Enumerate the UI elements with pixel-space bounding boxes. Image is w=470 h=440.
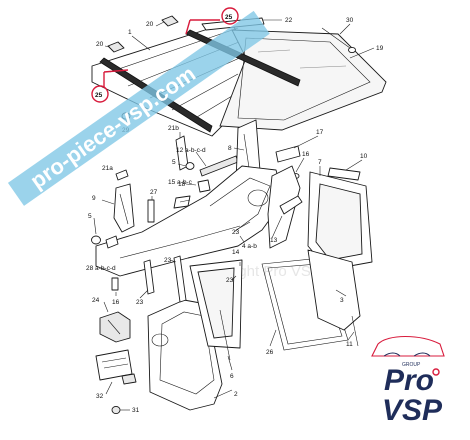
callout-32: 32 xyxy=(96,393,104,400)
callout-6: 6 xyxy=(230,373,234,380)
bushing-18 xyxy=(197,179,211,193)
bar-11 xyxy=(351,315,359,347)
strip-6 xyxy=(219,309,231,361)
strip-13 xyxy=(279,195,303,215)
callout-7: 7 xyxy=(318,159,322,166)
callout-19: 19 xyxy=(376,45,384,52)
bracket-17 xyxy=(275,145,301,163)
callout-4: 4 a-b xyxy=(242,243,257,250)
callout-16-right: 16 xyxy=(302,151,310,158)
callout-23-mid: 23 xyxy=(226,277,234,284)
provsp-logo: GROUP Pro VSP xyxy=(371,336,445,427)
callout-17: 17 xyxy=(316,129,324,136)
callout-21a: 21a xyxy=(102,165,113,172)
callout-20-left: 20 xyxy=(96,41,104,48)
callout-11: 11 xyxy=(346,341,353,348)
logo-accent-icon xyxy=(432,368,440,376)
callout-20-top: 20 xyxy=(146,21,154,28)
leader-lines xyxy=(93,19,375,411)
callout-15: 15 a-b-c xyxy=(168,179,193,186)
callout-13: 13 xyxy=(270,237,278,244)
highlight-callout-25-left: 25 xyxy=(91,69,129,103)
callout-12: 12 a-b-c-d xyxy=(176,147,206,154)
antenna xyxy=(321,27,356,54)
rivet-16-left xyxy=(111,277,119,291)
callout-27: 27 xyxy=(150,189,158,196)
grommet-5-lower xyxy=(91,235,101,245)
strip-10 xyxy=(327,167,361,181)
callout-2: 2 xyxy=(234,391,238,398)
callout-14: 14 xyxy=(232,249,240,256)
callout-18: 18 xyxy=(178,181,186,188)
callout-28: 28 a-b-c-d xyxy=(86,265,116,272)
logo-tag: GROUP xyxy=(402,362,421,368)
rear-panel-lower xyxy=(307,249,361,331)
rear-glass xyxy=(219,29,387,131)
part-28 xyxy=(105,235,119,249)
bar-23-centre xyxy=(173,255,187,303)
car-silhouette-icon xyxy=(371,336,445,357)
window-7 xyxy=(307,171,373,271)
callout-31: 31 xyxy=(132,407,140,414)
callout-30: 30 xyxy=(346,17,354,24)
highlight-callout-25-top: 25 xyxy=(185,7,239,35)
grommet-5-upper xyxy=(185,162,195,170)
bracket-24 xyxy=(99,311,131,343)
bar-23-left xyxy=(143,259,155,295)
callout-23-left: 23 xyxy=(164,257,172,264)
connector-set xyxy=(95,349,137,385)
callout-3: 3 xyxy=(340,297,344,304)
logo-line1: Pro xyxy=(384,364,434,397)
callout-5-lower: 5 xyxy=(88,213,92,220)
pillar-9 xyxy=(113,183,135,233)
callout-25-top: 25 xyxy=(225,14,233,21)
callout-10: 10 xyxy=(360,153,368,160)
callout-24: 24 xyxy=(92,297,100,304)
logo-line2: VSP xyxy=(382,394,443,427)
callout-23-lower: 23 xyxy=(136,299,144,306)
callout-23-upper: 23 xyxy=(232,229,240,236)
clip-20-top xyxy=(161,15,179,27)
callout-8: 8 xyxy=(228,145,232,152)
bar-27 xyxy=(147,199,155,223)
callout-labels: 1 20 20 22 30 19 2 9 21b 12 a-b-c-d 8 5 1… xyxy=(86,17,384,414)
callout-16-left: 16 xyxy=(112,299,120,306)
callout-9: 9 xyxy=(92,195,96,202)
callout-21b: 21b xyxy=(168,125,179,132)
callout-22: 22 xyxy=(285,17,293,24)
screw-31 xyxy=(111,405,121,415)
callout-1: 1 xyxy=(128,29,132,36)
bracket-21a xyxy=(115,169,129,181)
callout-5-upper: 5 xyxy=(172,159,176,166)
window-frame-14 xyxy=(189,259,243,349)
clip-20-left xyxy=(107,41,125,53)
callout-25-left: 25 xyxy=(95,92,103,99)
callout-26: 26 xyxy=(266,349,274,356)
